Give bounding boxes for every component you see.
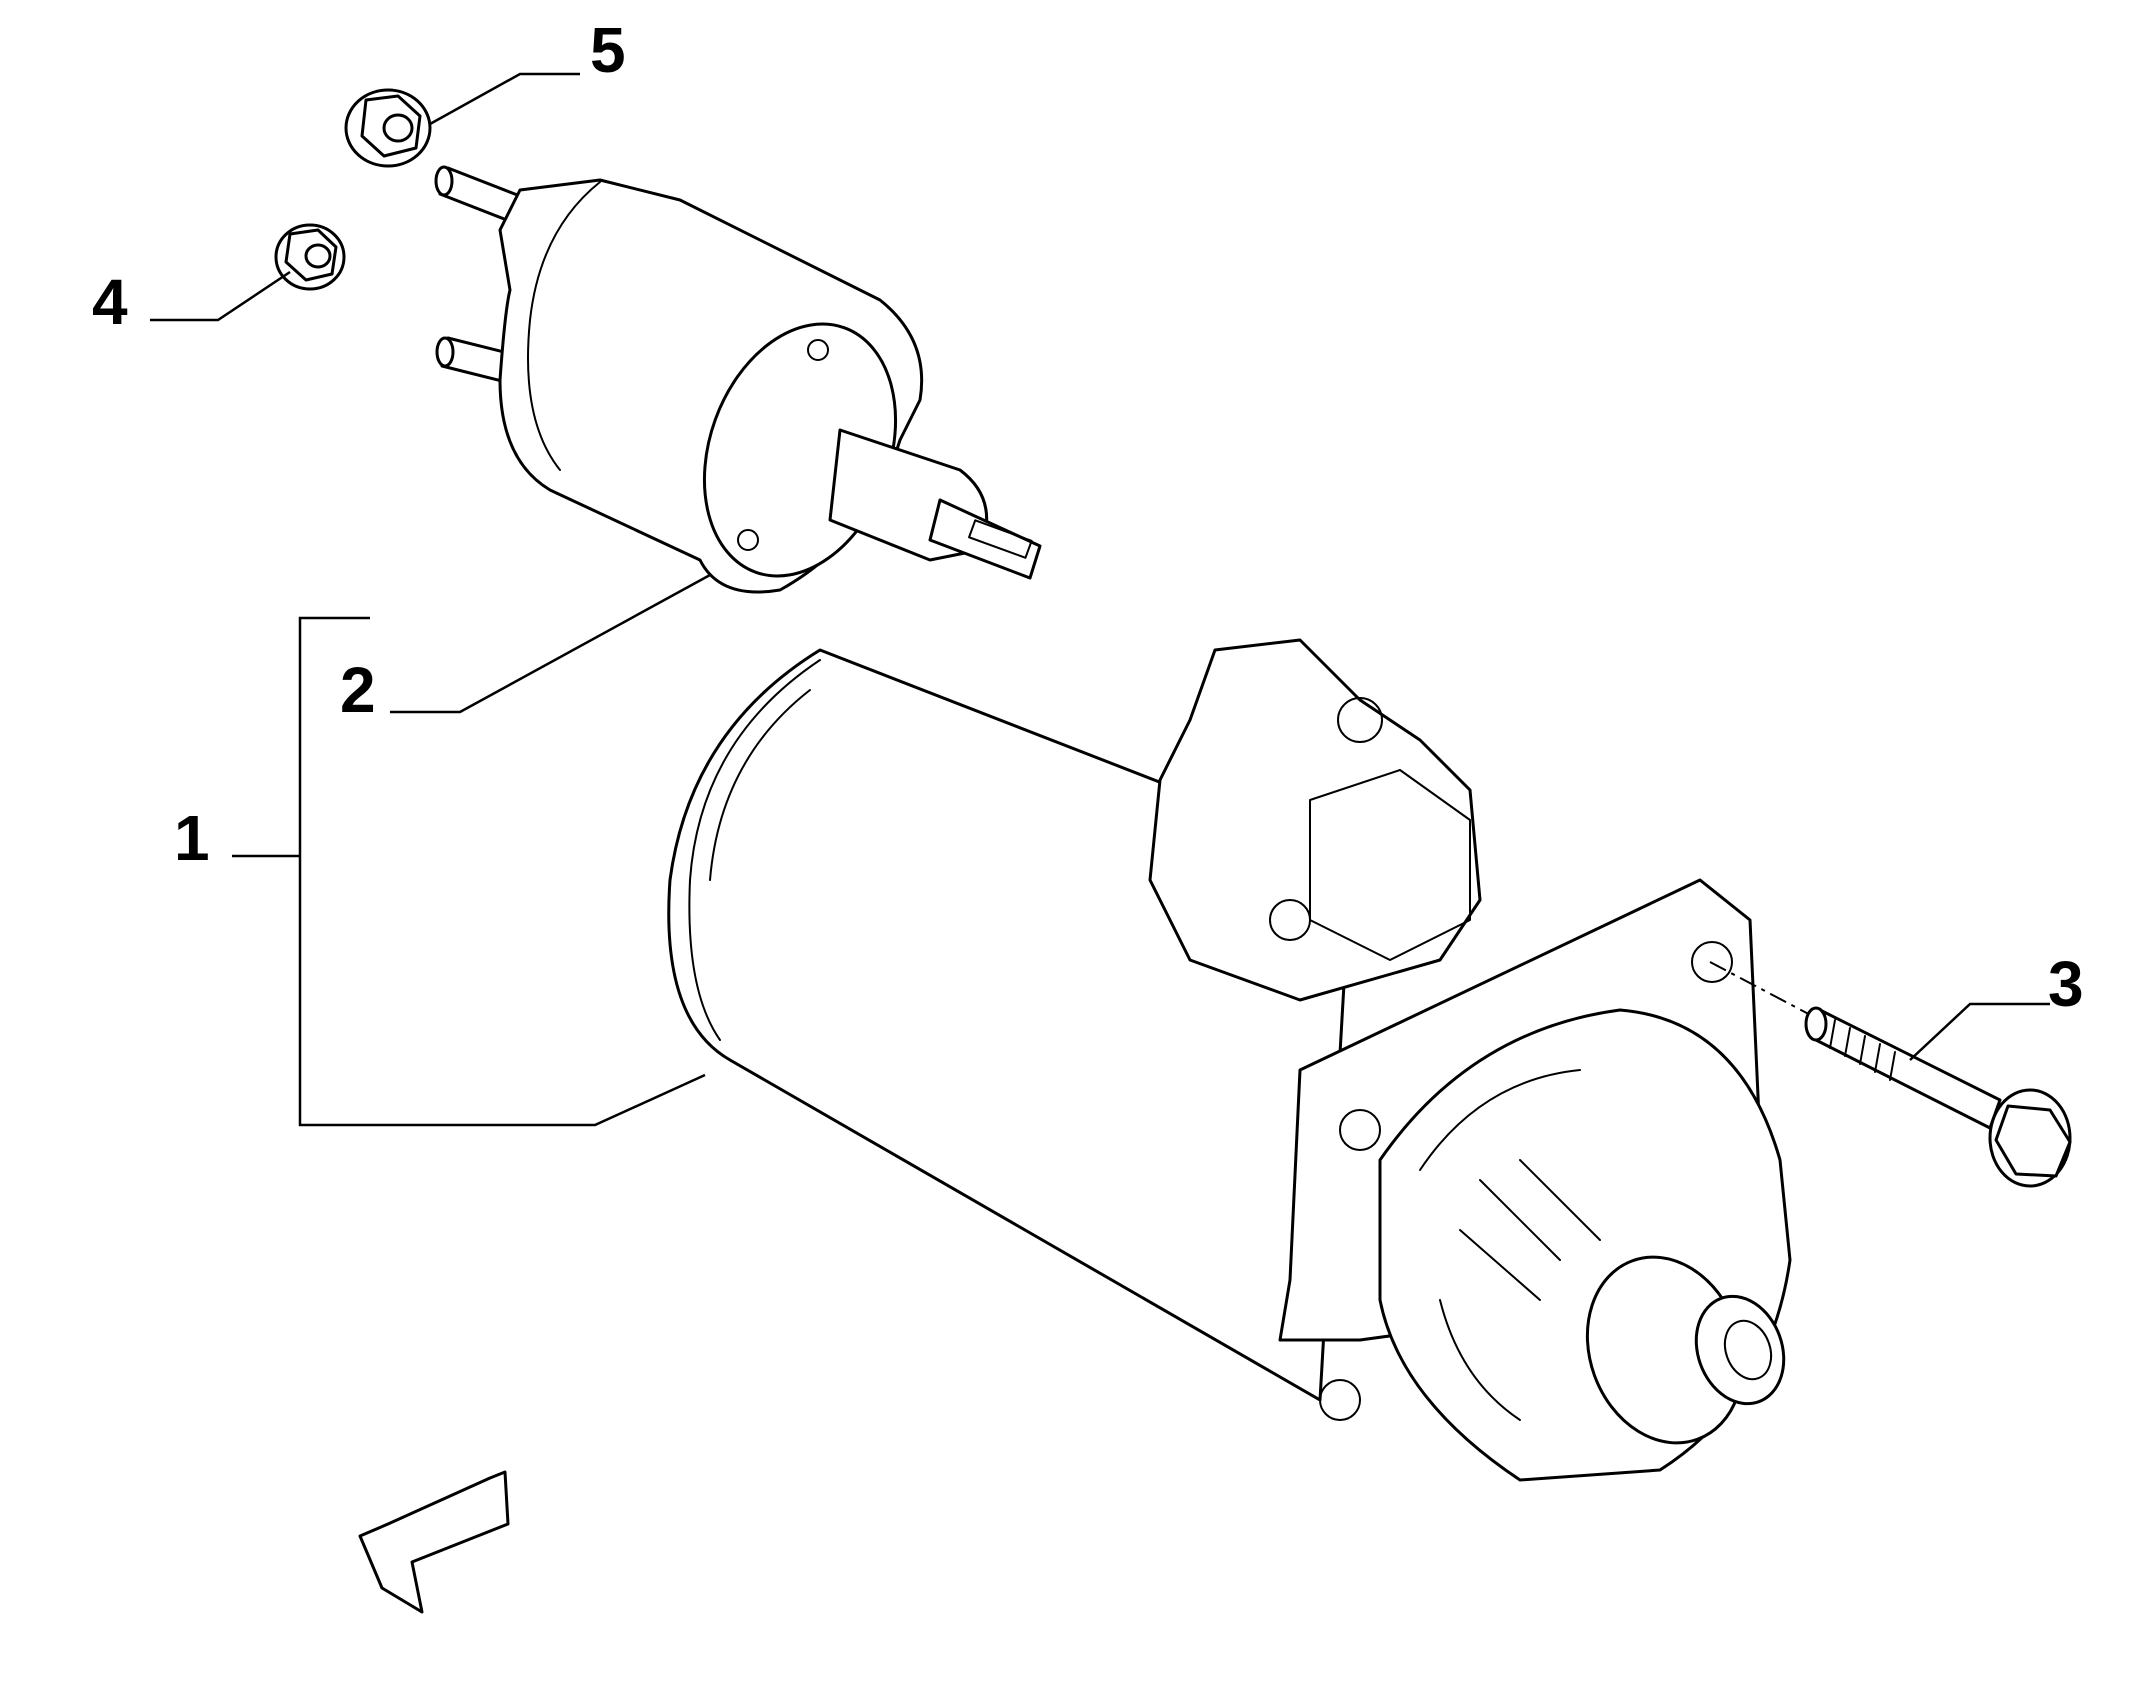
callout-4: 4 [92,266,128,338]
callout-3: 3 [2048,948,2084,1020]
bolt-part-3 [1709,961,2072,1188]
leader-lines [150,72,2050,1127]
direction-arrow-icon [358,1470,510,1614]
callout-5: 5 [590,14,626,86]
solenoid-part-2 [434,165,1042,594]
callout-numbers: 5 4 2 1 3 [92,14,2084,1020]
callout-2: 2 [340,654,376,726]
flange-nut-part-5 [344,88,432,168]
flange-nut-part-4 [274,223,346,291]
starter-motor-part-1 [667,638,1792,1482]
callout-1: 1 [174,802,210,874]
